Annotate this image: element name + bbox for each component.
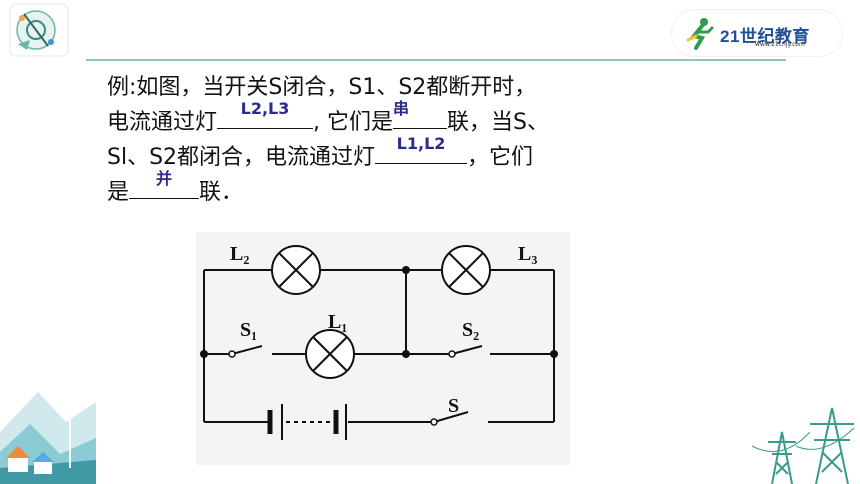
brand-url: www.21cnjy.com xyxy=(755,41,805,48)
question-text: Sl、S2都闭合，电流通过灯 xyxy=(107,145,376,170)
switch-s2-contact xyxy=(448,350,456,358)
answer-text-1: L2,L3 xyxy=(240,99,290,118)
answer-blank-4: 并 xyxy=(129,169,200,199)
question-line-1: 例:如图，当开关S闭合，S1、S2都断开时， xyxy=(107,70,667,105)
science-logo-icon xyxy=(9,3,69,57)
lamp-l3 xyxy=(441,245,491,295)
question-text: ，它们 xyxy=(467,145,534,170)
answer-text-2: 串 xyxy=(393,99,410,118)
power-tower-icon xyxy=(752,407,855,484)
junction-dot xyxy=(550,350,558,358)
answer-blank-1: L2,L3 xyxy=(217,99,314,129)
answer-text-4: 并 xyxy=(156,169,173,188)
runner-icon xyxy=(686,18,714,50)
logo xyxy=(0,0,86,60)
label-l1: L₁ xyxy=(328,311,347,333)
lamp-l2 xyxy=(271,245,321,295)
label-s1: S₁ xyxy=(240,319,257,341)
answer-text-3: L1,L2 xyxy=(396,134,446,153)
junction-dot xyxy=(402,350,410,358)
question-text: , 它们是 xyxy=(313,110,394,135)
label-s2: S₂ xyxy=(462,319,479,341)
question-text: 例:如图，当开关S闭合，S1、S2都断开时， xyxy=(107,75,537,100)
battery-icon xyxy=(267,404,347,440)
lamp-l1 xyxy=(305,329,355,379)
answer-blank-2: 串 xyxy=(393,99,448,129)
junction-dot xyxy=(402,266,410,274)
question-text: 电流通过灯 xyxy=(107,110,218,135)
question-line-4: 是 并联． xyxy=(107,169,667,210)
question-text: 是 xyxy=(107,180,130,205)
label-l3: L₃ xyxy=(518,243,537,265)
switch-s1-contact xyxy=(228,350,236,358)
question-text: 联． xyxy=(199,180,244,205)
question-paragraph: 例:如图，当开关S闭合，S1、S2都断开时， 电流通过灯 L2,L3 , 它们是串联… xyxy=(107,70,667,210)
brand-name: 21世纪教育 xyxy=(720,27,810,46)
answer-blank-3: L1,L2 xyxy=(375,134,468,164)
question-line-3: Sl、S2都闭合，电流通过灯 L1,L2 ，它们 xyxy=(107,134,667,175)
brand-logo: 21世纪教育 www.21cnjy.com xyxy=(672,10,842,56)
header-divider xyxy=(86,59,786,61)
header-band: 21世纪教育 www.21cnjy.com xyxy=(86,0,860,66)
switch-s-contact xyxy=(430,418,438,426)
question-text: 联，当S、 xyxy=(447,110,549,135)
question-line-2: 电流通过灯 L2,L3 , 它们是串联，当S、 xyxy=(107,99,667,140)
label-s: S xyxy=(448,395,459,417)
circuit-diagram: L₂ L₃ L₁ S₁ S₂ S xyxy=(196,232,570,465)
circuit-schematic: L₂ L₃ L₁ S₁ S₂ S xyxy=(200,243,558,440)
label-l2: L₂ xyxy=(230,243,249,265)
junction-dot xyxy=(200,350,208,358)
village-decoration-icon xyxy=(0,392,96,484)
